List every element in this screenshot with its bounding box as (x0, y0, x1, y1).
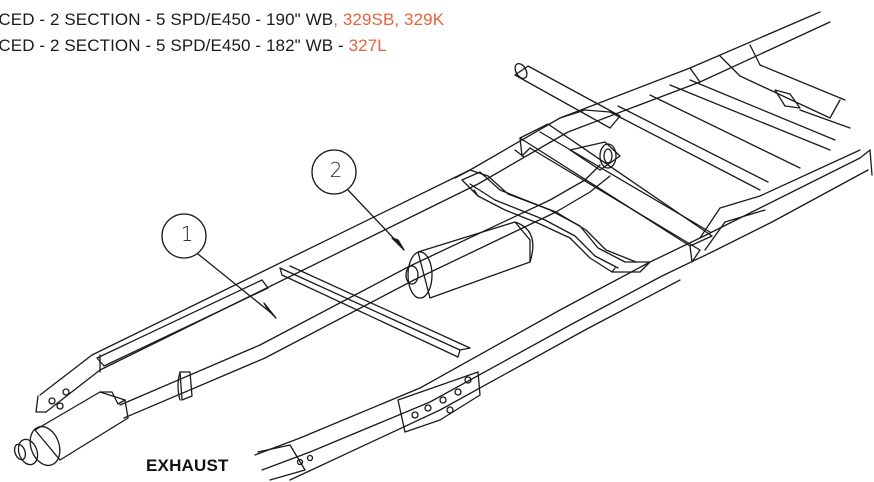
rear-muffler (13, 391, 129, 467)
left-frame-rail (35, 11, 831, 413)
caption-line-2: NCED - 2 SECTION - 5 SPD/E450 - 182" WB … (0, 36, 387, 56)
caption-line-2-text: NCED - 2 SECTION - 5 SPD/E450 - 182" WB … (0, 36, 349, 55)
front-crossmember (279, 265, 471, 358)
section-label: EXHAUST (146, 456, 229, 475)
caption-line-1-text: NCED - 2 SECTION - 5 SPD/E450 - 190" WB (0, 10, 334, 29)
callout-2-graphic (311, 149, 405, 251)
mid-crossmember-hat (461, 171, 651, 273)
rear-crossmember-hat (514, 123, 713, 263)
far-crossmembers (609, 44, 851, 191)
front-muffler (405, 221, 534, 299)
callout-number-2: 2 (329, 158, 343, 182)
caption-line-1-models: 329SB, 329K (342, 10, 445, 29)
callout-1-graphic (161, 213, 277, 319)
caption-line-2-models: 327L (348, 36, 387, 55)
caption-line-1-separator: , (333, 10, 343, 29)
right-frame-rail (254, 149, 873, 481)
callout-number-1: 1 (180, 222, 194, 246)
caption-line-1: NCED - 2 SECTION - 5 SPD/E450 - 190" WB,… (0, 10, 444, 30)
